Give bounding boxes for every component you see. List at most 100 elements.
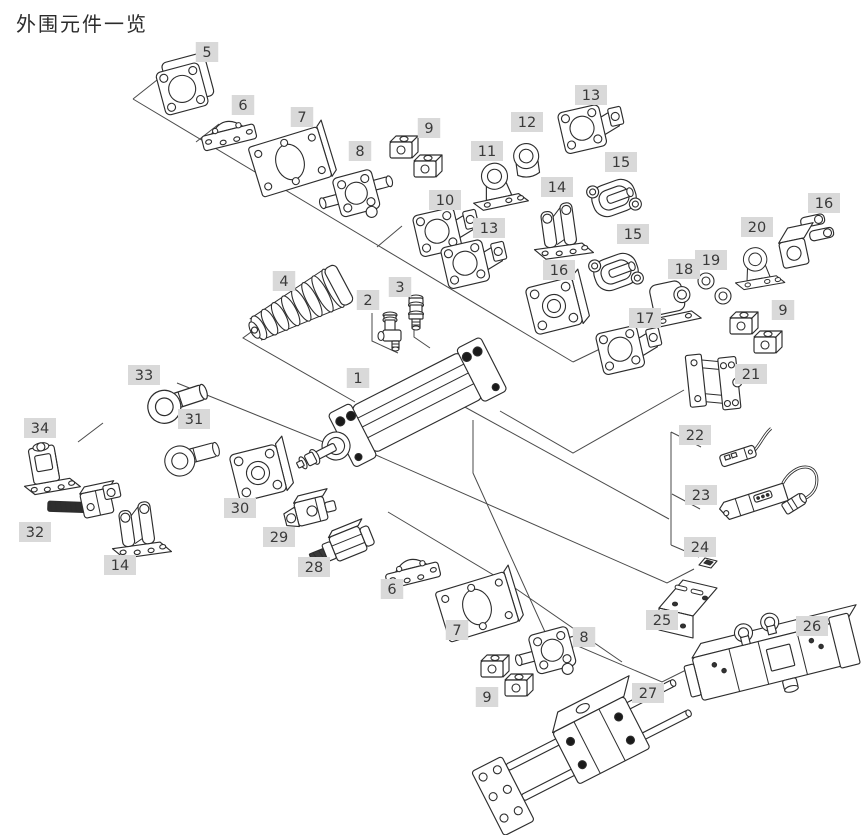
leader-line [132, 98, 574, 363]
part-label-2: 2 [356, 290, 380, 310]
part-label-7: 7 [290, 107, 314, 127]
svg-text:1: 1 [353, 371, 362, 387]
part-13 [557, 104, 625, 154]
part-label-12: 12 [511, 112, 543, 132]
svg-text:2: 2 [363, 293, 372, 309]
part-label-6: 6 [231, 95, 255, 115]
svg-text:23: 23 [692, 488, 710, 504]
leader-line [77, 422, 104, 443]
svg-text:15: 15 [624, 227, 642, 243]
svg-text:18: 18 [675, 262, 693, 278]
svg-text:14: 14 [111, 558, 129, 574]
svg-text:9: 9 [424, 121, 433, 137]
svg-text:33: 33 [135, 368, 153, 384]
part-6 [385, 558, 442, 590]
leader-line [371, 313, 399, 354]
part-20 [735, 247, 786, 291]
part-label-25: 25 [646, 610, 678, 630]
part-15 [588, 252, 644, 292]
svg-text:20: 20 [748, 220, 766, 236]
part-3 [407, 294, 425, 331]
part-6 [201, 120, 258, 152]
part-label-7: 7 [445, 620, 469, 640]
leader-line [195, 123, 220, 143]
part-label-31: 31 [178, 409, 210, 429]
part-label-8: 8 [348, 141, 372, 161]
part-label-13: 13 [473, 218, 505, 238]
part-24 [698, 557, 718, 569]
part-1 [296, 337, 507, 470]
svg-text:9: 9 [482, 690, 491, 706]
part-31 [164, 441, 220, 477]
leader-line [451, 399, 670, 520]
leader-line [572, 347, 603, 363]
part-label-6: 6 [380, 579, 404, 599]
svg-text:3: 3 [395, 280, 404, 296]
svg-text:13: 13 [480, 221, 498, 237]
part-label-30: 30 [224, 498, 256, 518]
svg-text:6: 6 [238, 98, 247, 114]
part-label-22: 22 [679, 425, 711, 445]
svg-text:32: 32 [26, 525, 44, 541]
part-13 [440, 239, 508, 289]
part-label-23: 23 [685, 485, 717, 505]
part-label-9: 9 [771, 300, 795, 320]
svg-text:19: 19 [702, 253, 720, 269]
part-23 [719, 465, 819, 521]
part-label-15: 15 [605, 152, 637, 172]
svg-text:21: 21 [742, 367, 760, 383]
part-label-1: 1 [346, 368, 370, 388]
part-15 [586, 178, 642, 218]
part-label-16: 16 [808, 193, 840, 213]
part-7 [248, 119, 337, 198]
svg-text:8: 8 [579, 630, 588, 646]
part-4 [248, 264, 354, 341]
svg-text:4: 4 [279, 274, 288, 290]
svg-text:34: 34 [31, 421, 49, 437]
part-label-24: 24 [684, 537, 716, 557]
part-label-34: 34 [24, 418, 56, 438]
part-label-13: 13 [575, 85, 607, 105]
svg-text:14: 14 [548, 180, 566, 196]
part-label-3: 3 [388, 277, 412, 297]
part-label-9: 9 [475, 687, 499, 707]
part-label-11: 11 [471, 141, 503, 161]
svg-text:28: 28 [305, 560, 323, 576]
part-22 [719, 427, 773, 468]
svg-text:22: 22 [686, 428, 704, 444]
part-12 [513, 143, 541, 178]
part-27 [471, 675, 692, 835]
part-11 [473, 162, 529, 211]
svg-text:11: 11 [478, 144, 496, 160]
part-16 [525, 268, 590, 335]
svg-text:5: 5 [202, 45, 211, 61]
svg-text:13: 13 [582, 88, 600, 104]
part-10 [412, 207, 480, 257]
part-5 [155, 52, 215, 116]
part-9 [389, 135, 443, 178]
part-label-8: 8 [572, 627, 596, 647]
part-label-5: 5 [195, 42, 219, 62]
svg-text:8: 8 [355, 144, 364, 160]
part-9 [729, 311, 783, 354]
svg-text:15: 15 [612, 155, 630, 171]
part-17 [595, 325, 663, 375]
part-label-33: 33 [128, 365, 160, 385]
part-label-9: 9 [417, 118, 441, 138]
part-label-27: 27 [632, 683, 664, 703]
part-26 [683, 604, 861, 701]
part-label-19: 19 [695, 250, 727, 270]
part-33 [147, 383, 208, 424]
part-label-18: 18 [668, 259, 700, 279]
part-label-14: 14 [104, 555, 136, 575]
svg-text:29: 29 [270, 530, 288, 546]
part-label-20: 20 [741, 217, 773, 237]
part-30 [229, 435, 294, 502]
part-label-26: 26 [796, 616, 828, 636]
part-32 [47, 480, 122, 519]
svg-text:6: 6 [387, 582, 396, 598]
svg-text:25: 25 [653, 613, 671, 629]
svg-text:27: 27 [639, 686, 657, 702]
